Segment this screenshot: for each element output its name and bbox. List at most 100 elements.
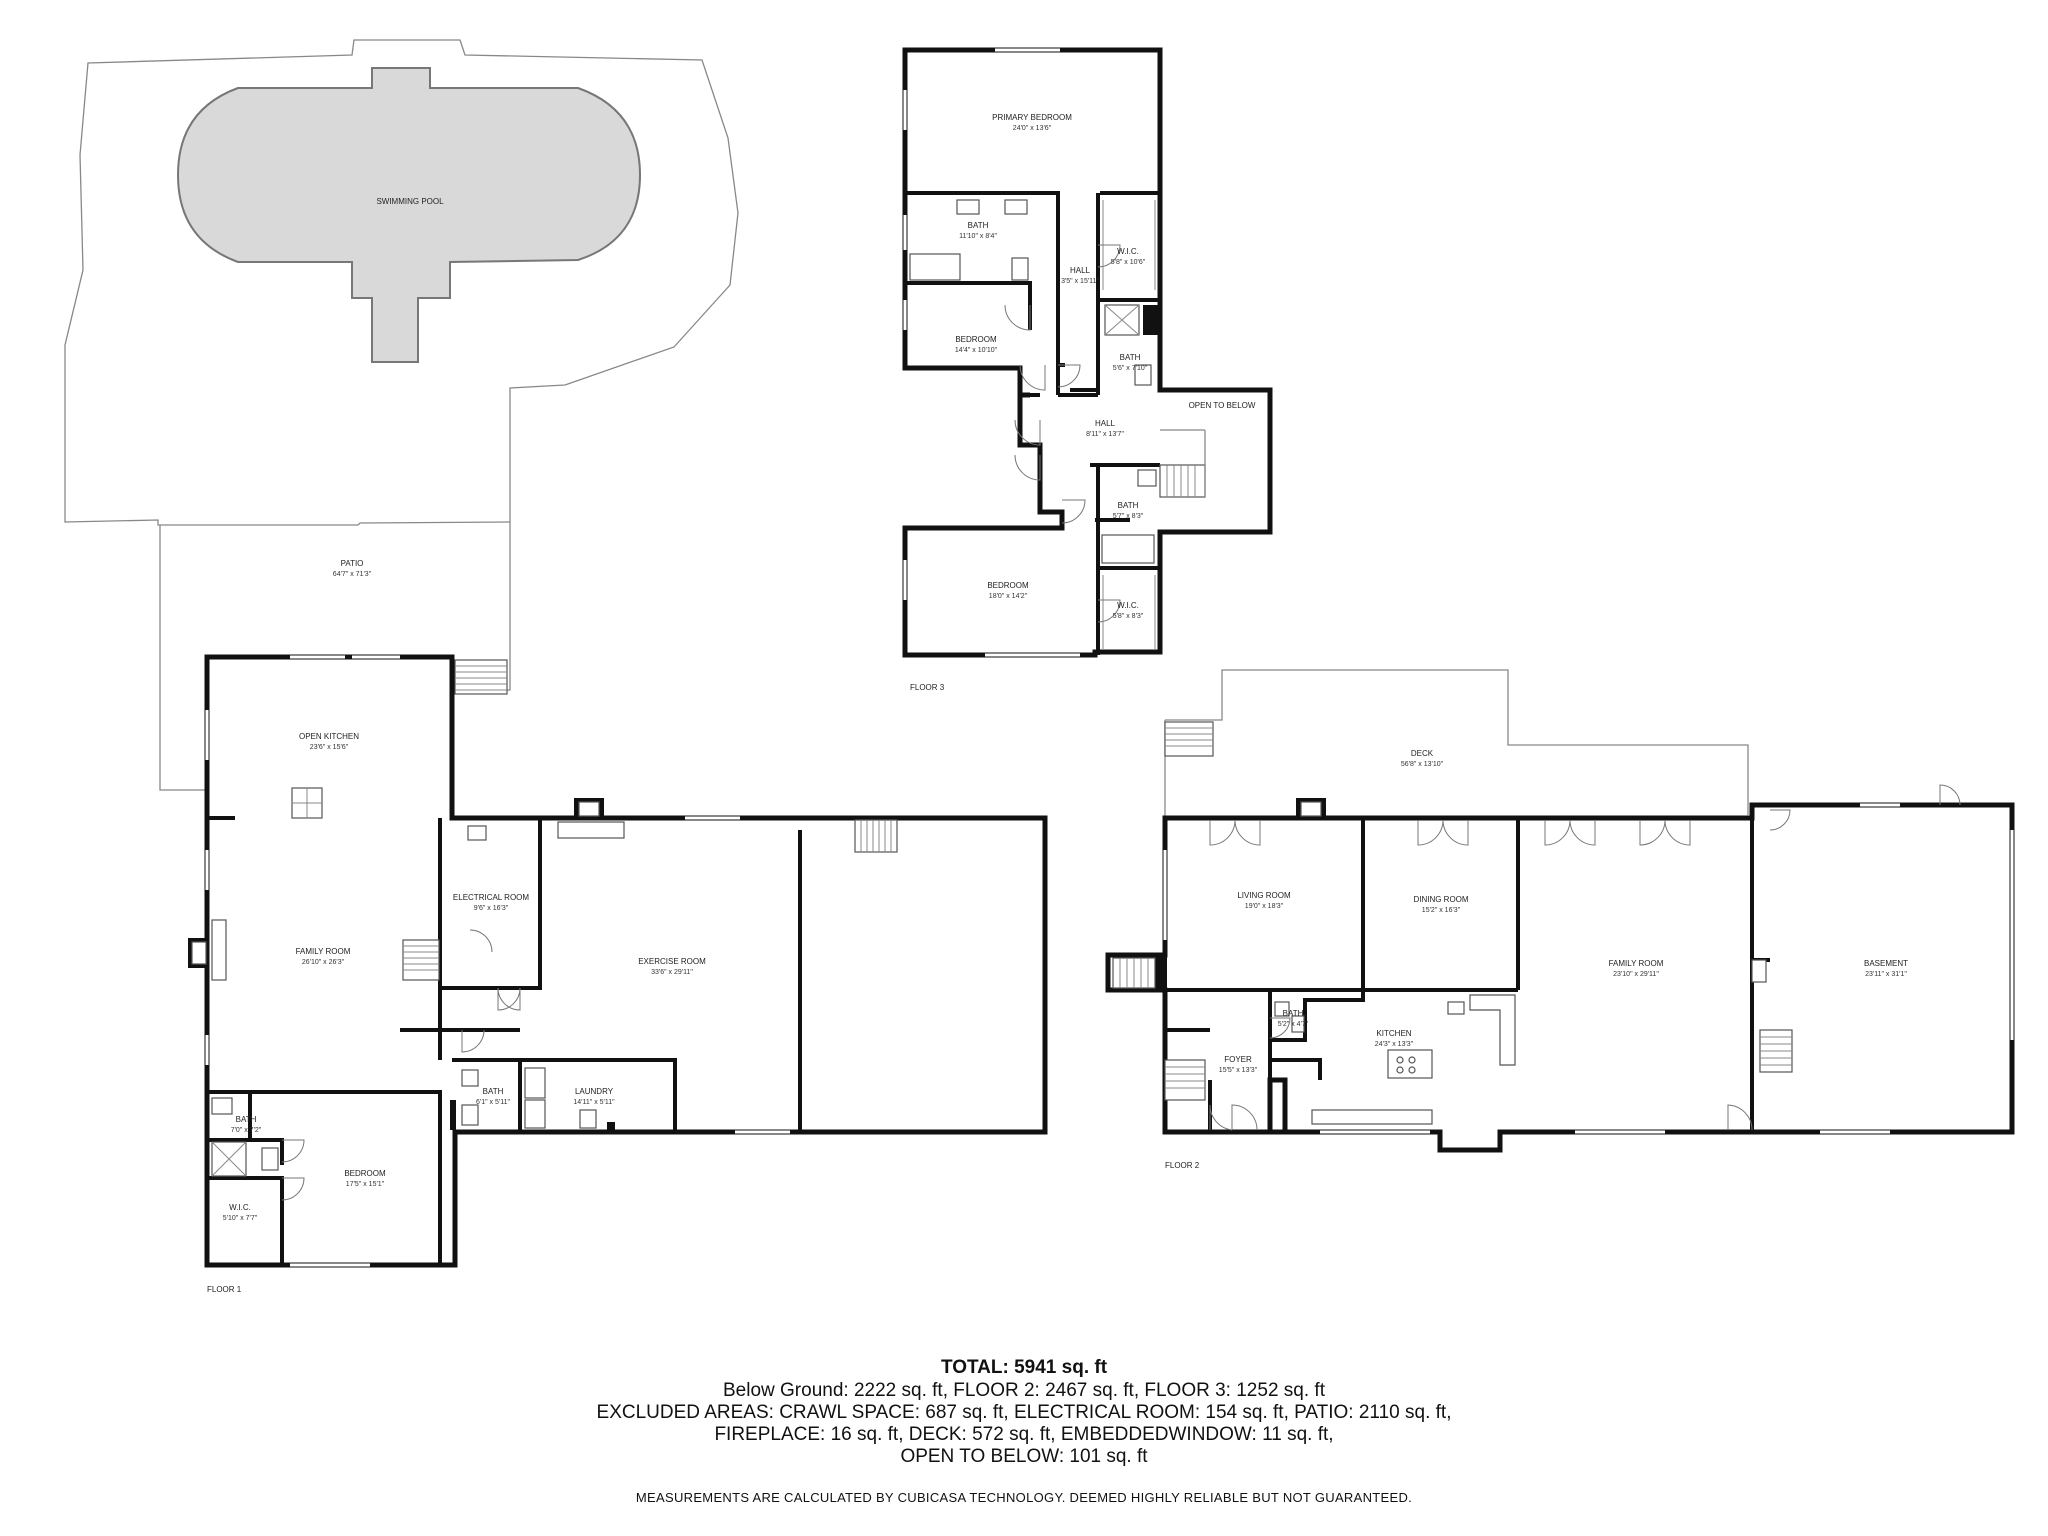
basement-stairs	[1759, 1029, 1793, 1073]
family-room-stairs	[402, 939, 440, 981]
bedroom-3a-label: BEDROOM	[955, 335, 997, 344]
patio-dim: 64'7" x 71'3"	[333, 571, 372, 578]
bath-1a-dim: 6'1" x 5'11"	[476, 1099, 510, 1106]
electrical-panel	[467, 825, 487, 841]
total-area: TOTAL: 5941 sq. ft	[940, 1357, 1108, 1378]
sink	[1137, 469, 1157, 487]
family-room-2-dim: 23'10" x 29'11"	[1613, 971, 1659, 978]
family-room-2-label: FAMILY ROOM	[1609, 959, 1664, 968]
bedroom-1-label: BEDROOM	[344, 1169, 386, 1178]
floor-1-interior-walls	[207, 816, 802, 1265]
wic-1-label: W.I.C.	[229, 1203, 251, 1212]
stairs	[1159, 464, 1206, 498]
toilet	[461, 1104, 479, 1126]
exercise-stairs	[854, 819, 898, 853]
fireplace	[1155, 955, 1167, 990]
disclaimer: MEASUREMENTS ARE CALCULATED BY CUBICASA …	[635, 1490, 1413, 1505]
bath-3a-label: BATH	[968, 221, 989, 230]
kitchen-label: KITCHEN	[1376, 1029, 1411, 1038]
counter	[557, 821, 625, 839]
wic-3b-label: W.I.C.	[1117, 601, 1139, 610]
primary-bedroom-label: PRIMARY BEDROOM	[992, 113, 1072, 122]
bath-3b-label: BATH	[1120, 353, 1141, 362]
kitchen-counter	[1469, 994, 1516, 1066]
basement-label: BASEMENT	[1864, 959, 1908, 968]
area-summary: TOTAL: 5941 sq. ft Below Ground: 2222 sq…	[0, 1356, 2048, 1468]
summary-line: EXCLUDED AREAS: CRAWL SPACE: 687 sq. ft,…	[596, 1402, 1452, 1423]
living-room-label: LIVING ROOM	[1237, 891, 1291, 900]
deck-outline	[1164, 669, 1749, 818]
floor-3-labels: PRIMARY BEDROOM 24'0" x 13'6" BATH 11'10…	[910, 113, 1256, 692]
foyer-stairs	[1112, 957, 1156, 989]
patio-outline	[64, 39, 739, 526]
hall-3b-label: HALL	[1095, 419, 1116, 428]
entry-stairs	[1164, 1059, 1206, 1101]
deck-label: DECK	[1411, 749, 1434, 758]
bath-3c-label: BATH	[1118, 501, 1139, 510]
electrical-room-dim: 9'6" x 16'3"	[474, 905, 509, 912]
laundry-dim: 14'11" x 5'11"	[573, 1099, 615, 1106]
kitchen-island	[1387, 1049, 1433, 1079]
bathtub	[909, 253, 961, 281]
sink	[211, 1097, 233, 1115]
floor-1-label: FLOOR 1	[207, 1285, 242, 1294]
bath-2-label: BATH	[1283, 1009, 1304, 1018]
toilet	[1291, 1015, 1305, 1033]
pool-label: SWIMMING POOL	[376, 197, 444, 206]
chimney	[1143, 305, 1158, 335]
summary-line: FIREPLACE: 16 sq. ft, DECK: 572 sq. ft, …	[714, 1424, 1334, 1445]
wic-3b-dim: 5'8" x 8'3"	[1113, 613, 1144, 620]
foyer-label: FOYER	[1224, 1055, 1252, 1064]
open-to-below-label: OPEN TO BELOW	[1189, 401, 1256, 410]
patio-label: PATIO	[341, 559, 364, 568]
toilet	[1011, 257, 1029, 281]
primary-bedroom-dim: 24'0" x 13'6"	[1013, 125, 1052, 132]
basement-dim: 23'11" x 31'1"	[1865, 971, 1907, 978]
family-room-1-label: FAMILY ROOM	[296, 947, 351, 956]
summary-line: OPEN TO BELOW: 101 sq. ft	[900, 1446, 1148, 1467]
bath-1b-dim: 7'0" x 7'2"	[231, 1127, 262, 1134]
toilet	[1134, 364, 1152, 386]
exercise-room-dim: 33'6" x 29'11"	[651, 969, 693, 976]
dining-room-label: DINING ROOM	[1413, 895, 1468, 904]
wic-3a-label: W.I.C.	[1117, 247, 1139, 256]
sink	[956, 199, 980, 215]
floor-2-interior-walls	[1165, 818, 1770, 1132]
electrical-room-label: ELECTRICAL ROOM	[453, 893, 529, 902]
wic-3a-dim: 5'8" x 10'6"	[1111, 259, 1146, 266]
exercise-room-label: EXERCISE ROOM	[638, 957, 706, 966]
sink	[1274, 1001, 1290, 1017]
laundry-label: LAUNDRY	[575, 1087, 614, 1096]
dining-room-dim: 15'2" x 16'3"	[1422, 907, 1461, 914]
french-doors	[1209, 784, 1961, 1131]
sink	[1447, 1001, 1465, 1015]
bedroom-3b-dim: 18'0" x 14'2"	[989, 593, 1028, 600]
living-room-dim: 19'0" x 18'3"	[1245, 903, 1284, 910]
floor-2-labels: DECK 56'8" x 13'10" LIVING ROOM 19'0" x …	[1165, 749, 1908, 1170]
floor-3-label: FLOOR 3	[910, 683, 945, 692]
sink	[461, 1069, 479, 1087]
kitchen-skylight	[291, 787, 323, 819]
bath-3a-dim: 11'10" x 8'4"	[959, 233, 997, 240]
washer	[524, 1067, 546, 1099]
bedroom-1-dim: 17'5" x 15'1"	[346, 1181, 385, 1188]
toilet	[261, 1147, 279, 1171]
kitchen-dim: 24'3" x 13'3"	[1375, 1041, 1414, 1048]
bath-1b-label: BATH	[236, 1115, 257, 1124]
fireplace-hearth	[211, 919, 227, 981]
open-kitchen-label: OPEN KITCHEN	[299, 732, 359, 741]
patio-stairs	[454, 659, 508, 695]
floor-1-exterior-wall	[204, 654, 1048, 1268]
open-kitchen-dim: 23'6" x 15'6"	[310, 744, 349, 751]
hall-3b-dim: 8'11" x 13'7"	[1086, 431, 1124, 438]
summary-line: Below Ground: 2222 sq. ft, FLOOR 2: 2467…	[723, 1380, 1325, 1401]
floor-3-interior-walls	[905, 191, 1160, 655]
kitchen-counter	[1311, 1109, 1433, 1125]
hall-3a-label: HALL	[1070, 266, 1091, 275]
floor-2-plan	[1105, 669, 2015, 1153]
bathtub	[1101, 534, 1155, 564]
bedroom-3b-label: BEDROOM	[987, 581, 1029, 590]
floor-2-label: FLOOR 2	[1165, 1161, 1200, 1170]
bath-3c-dim: 5'7" x 8'3"	[1113, 513, 1144, 520]
